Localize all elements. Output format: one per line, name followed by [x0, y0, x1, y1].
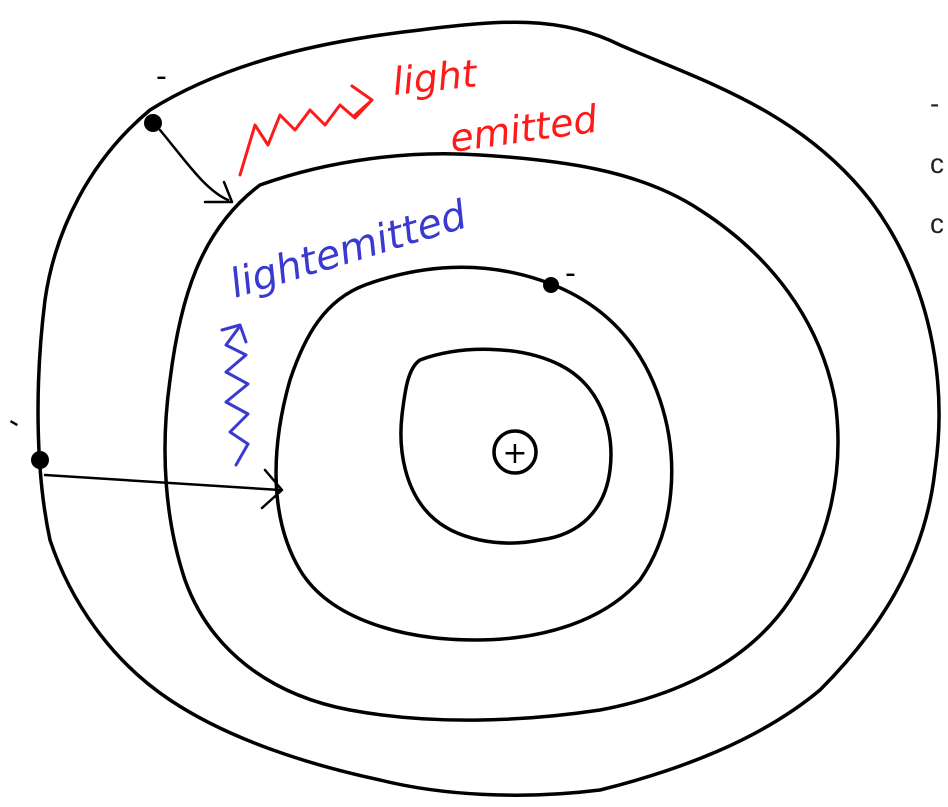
side-fragment-1: -: [930, 88, 940, 119]
blue-label: lightemitted: [224, 192, 472, 308]
electron-charge-left: -: [1, 404, 28, 440]
electron-left: [31, 451, 49, 469]
orbit-3: [163, 152, 840, 722]
transition-arrow-outer-head: [203, 180, 234, 204]
blue-light-wave: [224, 324, 250, 467]
transition-arrow-outer: [158, 128, 230, 202]
red-label-line2: emitted: [447, 97, 601, 161]
orbit-2: [274, 265, 674, 642]
blue-light-arrowhead: [220, 323, 248, 344]
electron-inner: [543, 277, 559, 293]
transition-arrow-left: [43, 473, 282, 492]
red-light-wave: [238, 100, 372, 177]
red-label-line1: light: [390, 51, 480, 104]
red-light-arrowhead: [350, 84, 374, 118]
orbit-1-inner: [399, 347, 613, 545]
side-fragment-2: c: [930, 148, 944, 179]
side-fragment-3: c: [930, 208, 944, 239]
electron-top-left: [144, 114, 162, 132]
nucleus-circle: [492, 429, 538, 475]
transition-arrow-left-head: [260, 468, 284, 510]
electron-charge-inner: -: [565, 256, 576, 291]
orbit-4-outer: [36, 20, 941, 797]
electron-charge-top-left: -: [156, 59, 167, 94]
nucleus-charge: +: [502, 436, 527, 471]
